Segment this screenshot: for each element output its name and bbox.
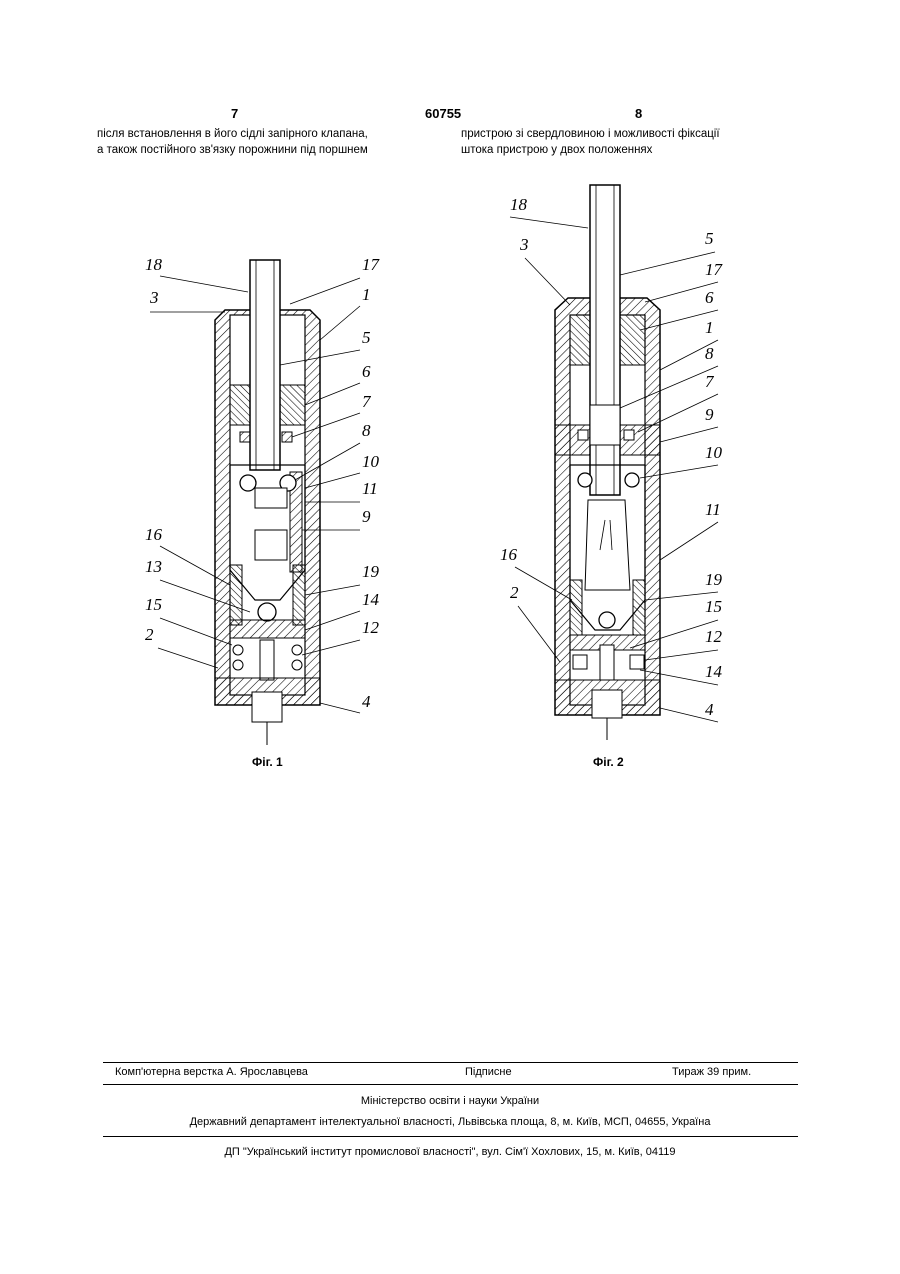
label: 14 (362, 590, 380, 609)
footer-ministry: Міністерство освіти і науки України (0, 1095, 900, 1107)
footer-signed: Підписне (465, 1066, 512, 1078)
text-line: після встановлення в його сідлі запірног… (97, 126, 437, 142)
label: 5 (705, 229, 714, 248)
label: 10 (705, 443, 723, 462)
label: 13 (145, 557, 162, 576)
label: 5 (362, 328, 371, 347)
label: 18 (510, 195, 528, 214)
page-number-right: 8 (635, 106, 642, 121)
label: 14 (705, 662, 723, 681)
label: 3 (149, 288, 159, 307)
label: 16 (145, 525, 163, 544)
figure-2-drawing: 18 3 5 17 6 1 8 7 9 10 11 16 19 2 15 12 … (490, 180, 760, 760)
label: 11 (362, 479, 378, 498)
label: 1 (705, 318, 714, 337)
right-column-text: пристрою зі свердловиною і можливості фі… (461, 126, 801, 158)
label: 6 (362, 362, 371, 381)
footer-divider (103, 1136, 798, 1137)
label: 2 (145, 625, 154, 644)
label: 1 (362, 285, 371, 304)
page-number-left: 7 (231, 106, 238, 121)
text-line: штока пристрою у двох положеннях (461, 142, 801, 158)
label: 4 (705, 700, 714, 719)
label: 18 (145, 255, 163, 274)
footer-department: Державний департамент інтелектуальної вл… (0, 1116, 900, 1128)
footer-divider (103, 1062, 798, 1063)
text-line: пристрою зі свердловиною і можливості фі… (461, 126, 801, 142)
label: 12 (705, 627, 723, 646)
label: 15 (705, 597, 722, 616)
label: 9 (362, 507, 371, 526)
text-line: а також постійного зв'язку порожнини під… (97, 142, 437, 158)
label: 4 (362, 692, 371, 711)
footer-divider (103, 1084, 798, 1085)
label: 16 (500, 545, 518, 564)
label: 11 (705, 500, 721, 519)
figure-1-caption: Фіг. 1 (252, 755, 283, 769)
label: 17 (362, 255, 381, 274)
label: 6 (705, 288, 714, 307)
label: 8 (362, 421, 371, 440)
label: 9 (705, 405, 714, 424)
footer-composer: Комп'ютерна верстка А. Ярославцева (115, 1066, 308, 1078)
label: 15 (145, 595, 162, 614)
left-column-text: після встановлення в його сідлі запірног… (97, 126, 437, 158)
figure-2-caption: Фіг. 2 (593, 755, 624, 769)
label: 3 (519, 235, 529, 254)
label: 17 (705, 260, 724, 279)
label: 19 (705, 570, 723, 589)
label: 7 (362, 392, 372, 411)
label: 10 (362, 452, 380, 471)
label: 7 (705, 372, 715, 391)
label: 19 (362, 562, 380, 581)
footer-circulation: Тираж 39 прим. (672, 1066, 751, 1078)
label: 8 (705, 344, 714, 363)
patent-number: 60755 (425, 106, 461, 121)
footer-institute: ДП "Український інститут промислової вла… (0, 1146, 900, 1158)
figure-1-drawing: 18 3 17 1 5 6 7 8 10 11 9 16 13 19 14 15… (130, 240, 400, 760)
label: 12 (362, 618, 380, 637)
label: 2 (510, 583, 519, 602)
